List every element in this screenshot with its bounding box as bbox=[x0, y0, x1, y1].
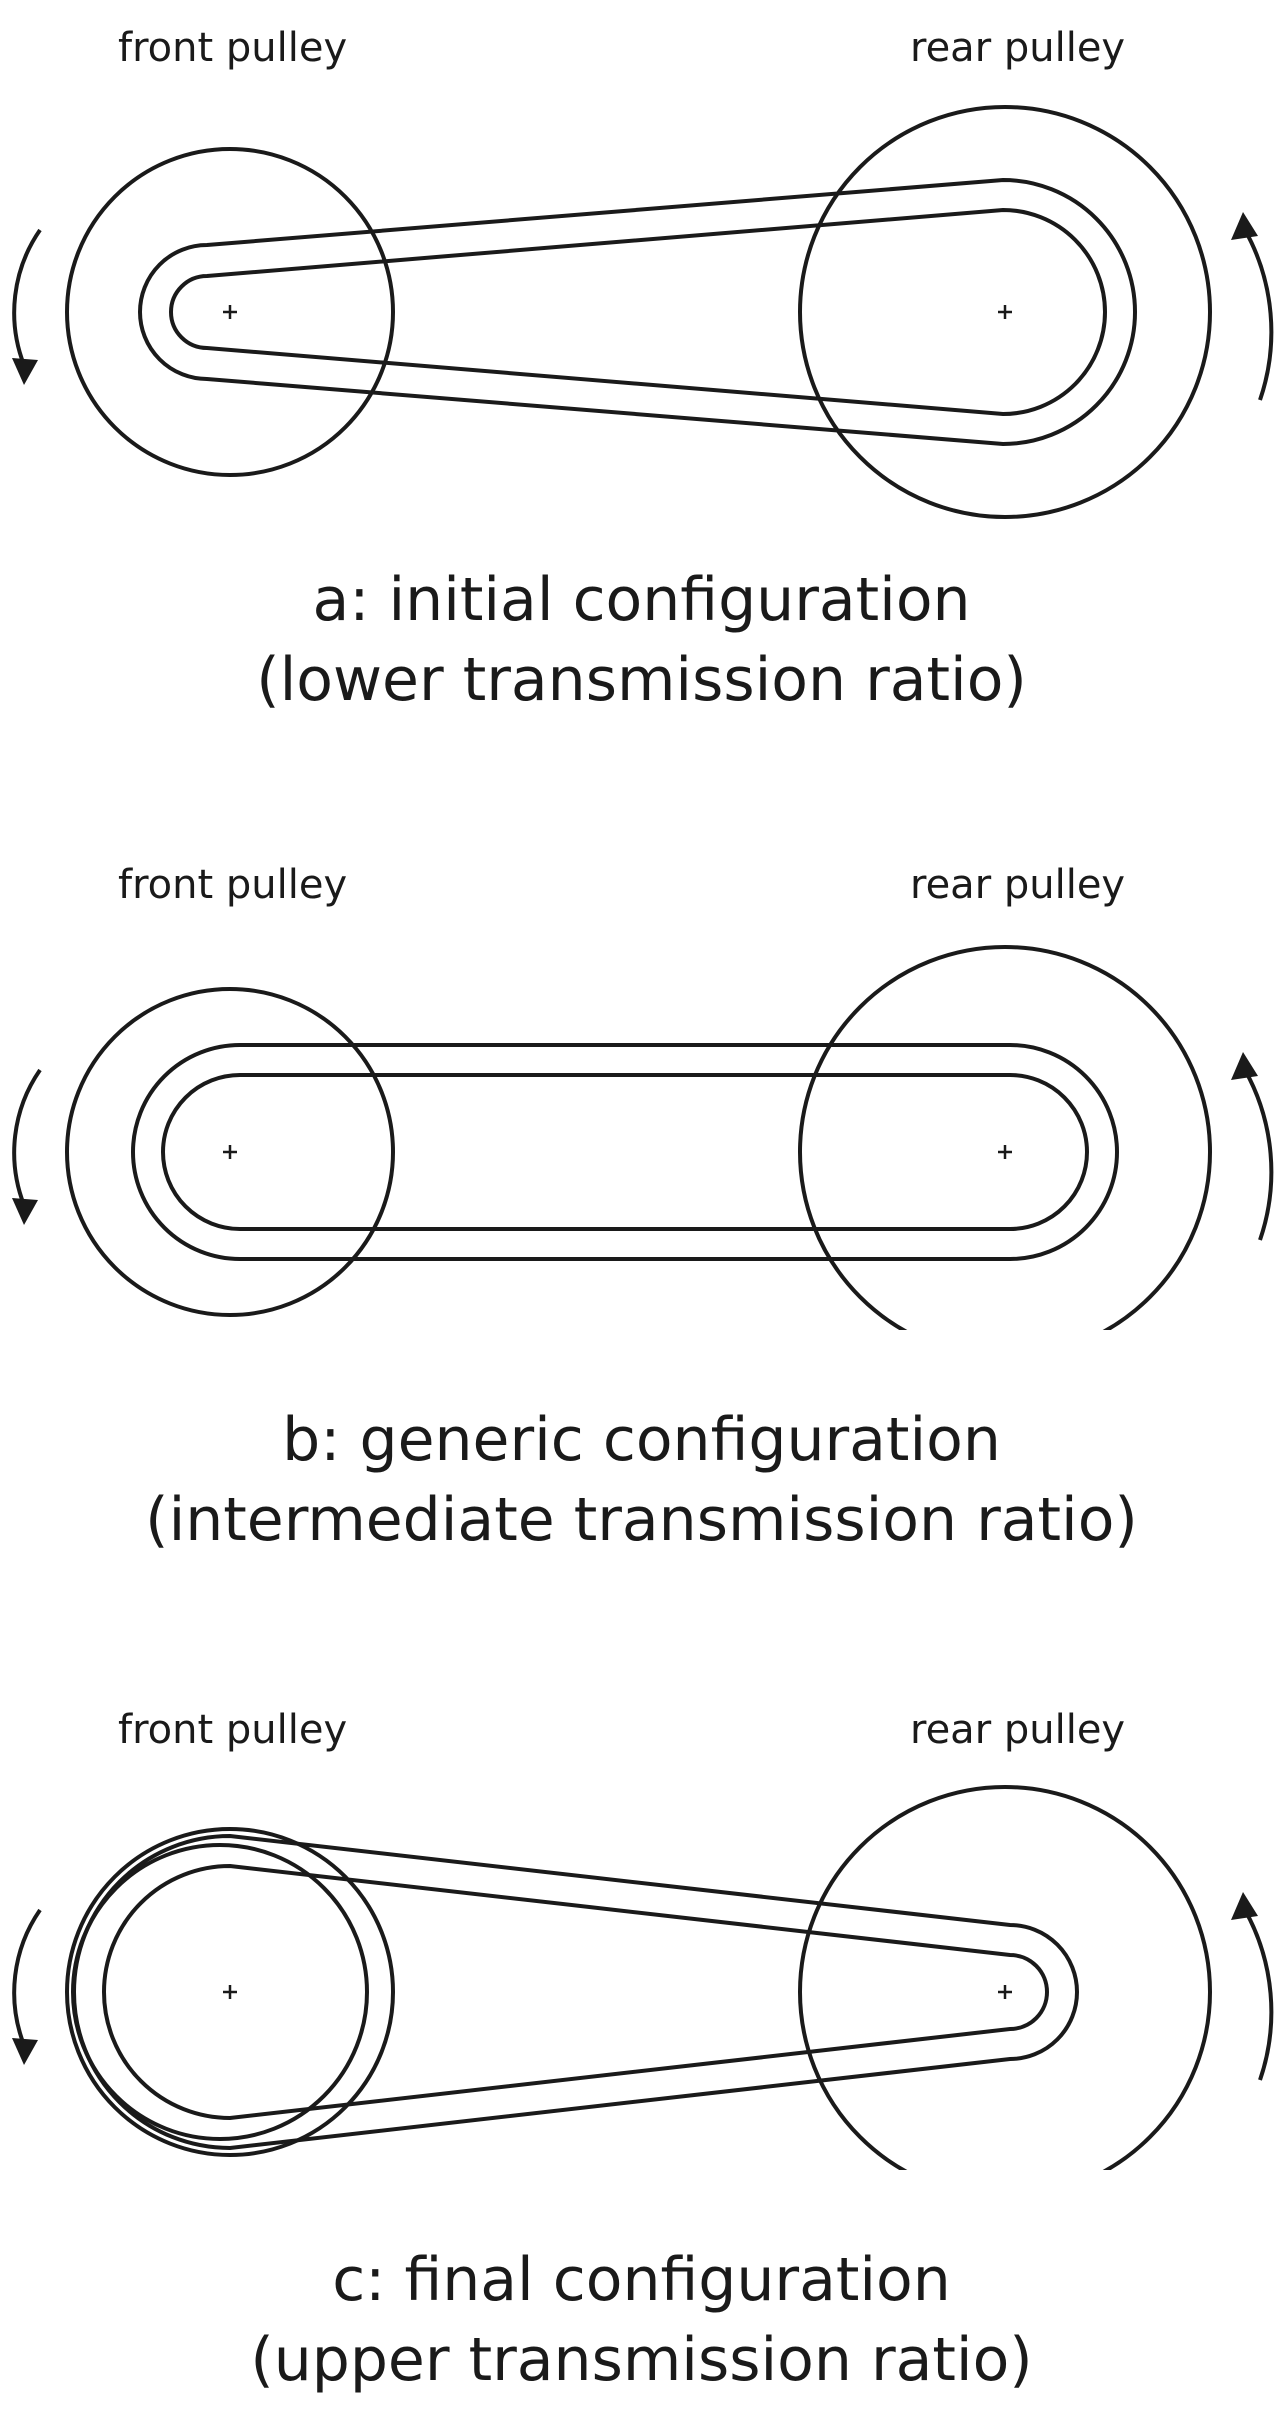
front-pulley-label: front pulley bbox=[118, 1707, 348, 1753]
front-pulley-circle bbox=[65, 147, 395, 477]
front-pulley-rim bbox=[71, 1843, 369, 2141]
belt-outer bbox=[131, 1043, 1119, 1261]
rear-center-mark bbox=[998, 305, 1012, 319]
pulley-diagram-b bbox=[12, 945, 1274, 1330]
front-center-mark bbox=[223, 305, 237, 319]
front-rotation-arrow-icon bbox=[12, 1908, 42, 2065]
rear-pulley-label: rear pulley bbox=[910, 1707, 1126, 1753]
rear-pulley-circle bbox=[798, 105, 1212, 519]
caption-subtitle: (upper transmission ratio) bbox=[250, 2325, 1033, 2395]
rear-center-mark bbox=[998, 1145, 1012, 1159]
front-rotation-arrow-icon bbox=[12, 228, 42, 385]
rear-rotation-arrow-icon bbox=[1231, 212, 1274, 401]
rear-pulley-circle bbox=[798, 945, 1212, 1330]
caption-title: c: final configuration bbox=[332, 2245, 951, 2315]
front-pulley-label: front pulley bbox=[118, 25, 348, 71]
caption-b: b: generic configuration (intermediate t… bbox=[0, 1400, 1283, 1560]
pulley-diagram-c bbox=[12, 1785, 1274, 2170]
front-center-mark bbox=[223, 1985, 237, 1999]
belt-inner bbox=[102, 1863, 1049, 2121]
caption-a: a: initial configuration (lower transmis… bbox=[0, 560, 1283, 720]
rear-pulley-label: rear pulley bbox=[910, 25, 1126, 71]
rear-pulley-label: rear pulley bbox=[910, 862, 1126, 908]
front-rotation-arrow-icon bbox=[12, 1068, 42, 1225]
rear-pulley-circle bbox=[798, 1785, 1212, 2170]
caption-subtitle: (intermediate transmission ratio) bbox=[145, 1485, 1138, 1555]
caption-c: c: final configuration (upper transmissi… bbox=[0, 2240, 1283, 2400]
rear-rotation-arrow-icon bbox=[1231, 1052, 1274, 1241]
rear-center-mark bbox=[998, 1985, 1012, 1999]
caption-title: b: generic configuration bbox=[282, 1405, 1001, 1475]
caption-title: a: initial configuration bbox=[312, 565, 971, 635]
belt-inner bbox=[161, 1073, 1089, 1231]
front-pulley-circle bbox=[65, 987, 395, 1317]
belt-outer bbox=[138, 177, 1137, 447]
rear-rotation-arrow-icon bbox=[1231, 1892, 1274, 2081]
belt-inner bbox=[169, 207, 1107, 417]
caption-subtitle: (lower transmission ratio) bbox=[256, 645, 1027, 715]
front-pulley-circle bbox=[65, 1827, 395, 2157]
pulley-diagram-a bbox=[12, 105, 1274, 519]
front-center-mark bbox=[223, 1145, 237, 1159]
front-pulley-label: front pulley bbox=[118, 862, 348, 908]
